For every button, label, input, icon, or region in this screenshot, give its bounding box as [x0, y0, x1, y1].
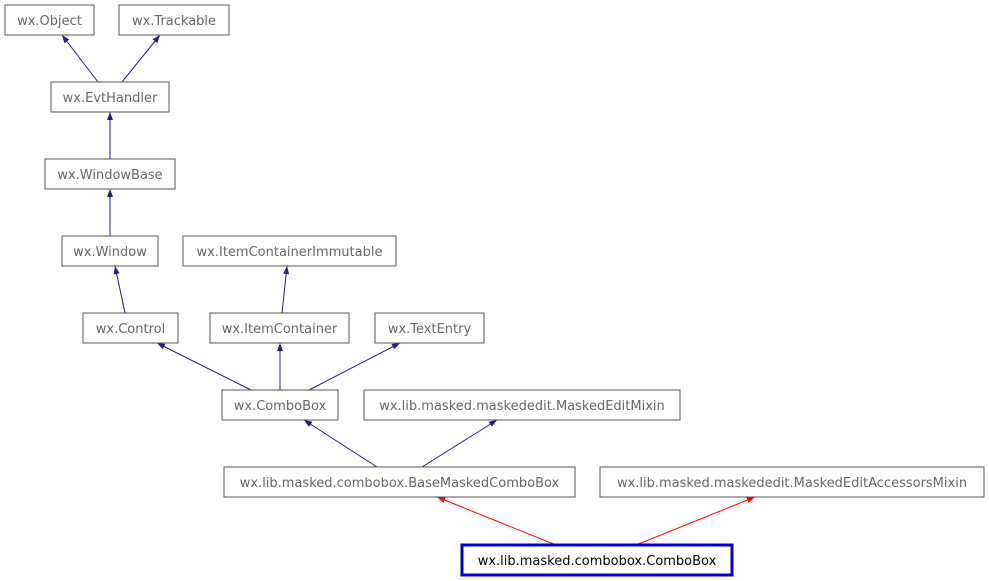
node-label: wx.TextEntry: [388, 322, 472, 337]
node-maskededitmixin[interactable]: wx.lib.masked.maskededit.MaskedEditMixin: [363, 389, 681, 421]
edge-wx-itemcontainer-to-wx-itemcontainerimmutable: [281, 265, 290, 314]
node-wx-object[interactable]: wx.Object: [4, 4, 95, 36]
arrowhead: [113, 266, 120, 275]
nodes-layer: wx.Object wx.Trackable wx.EvtHandler wx.Win…: [4, 4, 985, 577]
node-wx-evthandler[interactable]: wx.EvtHandler: [50, 81, 170, 113]
node-label: wx.lib.masked.maskededit.MaskedEditMixin: [379, 399, 665, 414]
node-box: [4, 4, 95, 36]
edge-line: [114, 265, 126, 314]
arrowhead: [107, 189, 113, 197]
node-box: [221, 389, 339, 421]
node-label: wx.ComboBox: [234, 399, 327, 414]
node-label: wx.lib.masked.maskededit.MaskedEditAcces…: [617, 476, 967, 491]
node-box: [118, 4, 230, 36]
edge-wx-combobox-to-wx-control: [156, 342, 252, 391]
edge-line: [303, 419, 378, 468]
edge-line: [421, 419, 498, 468]
node-box: [44, 158, 176, 190]
node-label: wx.Control: [96, 322, 165, 337]
node-box: [374, 312, 485, 344]
node-masked-combobox[interactable]: wx.lib.masked.combobox.ComboBox: [460, 543, 734, 577]
arrowhead: [746, 497, 755, 503]
edge-wx-evthandler-to-wx-trackable: [121, 34, 161, 83]
arrowhead: [488, 420, 497, 427]
edge-wx-combobox-to-wx-itemcontainer: [277, 343, 283, 390]
arrowhead: [152, 35, 160, 44]
node-box: [50, 81, 170, 113]
node-box: [599, 466, 985, 498]
node-box: [223, 466, 576, 498]
node-label: wx.Trackable: [132, 14, 216, 29]
node-label: wx.ItemContainerImmutable: [197, 245, 383, 260]
node-label: wx.lib.masked.combobox.ComboBox: [478, 554, 717, 569]
node-label: wx.EvtHandler: [63, 91, 158, 106]
node-label: wx.Window: [73, 245, 147, 260]
arrowhead: [107, 112, 113, 120]
node-box: [209, 312, 350, 344]
arrowhead: [277, 343, 283, 351]
node-wx-trackable[interactable]: wx.Trackable: [118, 4, 230, 36]
node-wx-control[interactable]: wx.Control: [82, 312, 179, 344]
edge-masked-combobox-to-maskededitaccessorsmixin: [635, 496, 756, 546]
node-basemaskedcombobox[interactable]: wx.lib.masked.combobox.BaseMaskedComboBo…: [223, 466, 576, 498]
edge-line: [121, 34, 161, 83]
node-wx-combobox[interactable]: wx.ComboBox: [221, 389, 339, 421]
arrowhead: [304, 420, 313, 427]
edge-wx-combobox-to-wx-textentry: [308, 342, 401, 391]
node-maskededitaccessorsmixin[interactable]: wx.lib.masked.maskededit.MaskedEditAcces…: [599, 466, 985, 498]
node-wx-window[interactable]: wx.Window: [61, 235, 159, 267]
edge-wx-window-to-wx-windowbase: [107, 189, 113, 236]
edge-wx-evthandler-to-wx-object: [61, 34, 99, 83]
node-box: [182, 235, 397, 267]
edge-wx-control-to-wx-window: [113, 265, 126, 314]
edge-line: [436, 496, 557, 546]
edge-line: [156, 342, 252, 391]
node-box: [82, 312, 179, 344]
edge-basemaskedcombobox-to-maskededitmixin: [421, 419, 498, 468]
node-wx-textentry[interactable]: wx.TextEntry: [374, 312, 485, 344]
arrowhead: [283, 266, 290, 275]
edge-masked-combobox-to-basemaskedcombobox: [436, 496, 557, 546]
node-label: wx.ItemContainer: [222, 322, 338, 337]
edge-line: [61, 34, 99, 83]
edge-basemaskedcombobox-to-wx-combobox: [303, 419, 378, 468]
node-box: [363, 389, 681, 421]
arrowhead: [391, 343, 400, 350]
node-wx-itemcontainerimmutable[interactable]: wx.ItemContainerImmutable: [182, 235, 397, 267]
arrowhead: [437, 497, 446, 503]
edge-line: [635, 496, 756, 546]
node-wx-itemcontainer[interactable]: wx.ItemContainer: [209, 312, 350, 344]
arrowhead: [157, 343, 166, 350]
arrowhead: [62, 35, 70, 44]
node-label: wx.Object: [17, 14, 82, 29]
edges-layer: [61, 34, 756, 546]
node-box: [460, 543, 734, 577]
node-label: wx.WindowBase: [57, 168, 162, 183]
edge-wx-windowbase-to-wx-evthandler: [107, 112, 113, 159]
node-label: wx.lib.masked.combobox.BaseMaskedComboBo…: [240, 476, 560, 491]
edge-line: [308, 342, 401, 391]
node-wx-windowbase[interactable]: wx.WindowBase: [44, 158, 176, 190]
node-box: [61, 235, 159, 267]
